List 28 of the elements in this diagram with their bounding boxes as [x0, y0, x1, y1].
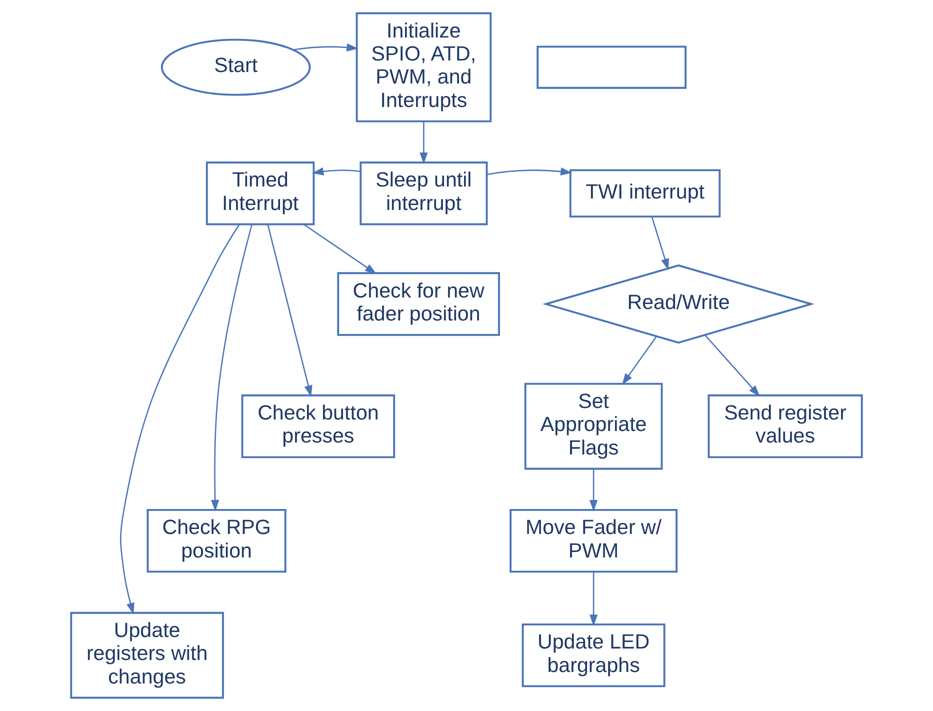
arrow: [292, 43, 358, 52]
arrow: [486, 167, 572, 176]
node-diamond: Read/Write: [542, 264, 814, 344]
arrow: [267, 224, 312, 397]
node-box: Timed Interrupt: [206, 162, 315, 226]
arrow: [312, 167, 360, 176]
node-box: Send register values: [708, 394, 863, 458]
node-box: Update registers with changes: [70, 612, 224, 699]
node-box: Check RPG position: [146, 508, 286, 573]
node-box: Move Fader w/ PWM: [510, 508, 678, 573]
arrow: [651, 216, 669, 270]
arrow: [590, 469, 598, 512]
arrow: [120, 224, 240, 614]
arrow: [622, 336, 657, 385]
node-ellipse: Start: [160, 38, 311, 96]
arrow: [211, 224, 252, 512]
node-box: Update LED bargraphs: [522, 623, 666, 688]
node-box: Sleep until interrupt: [360, 162, 488, 226]
arrow: [304, 224, 377, 274]
node-box: [536, 46, 687, 89]
node-box: Check button presses: [241, 394, 396, 458]
node-box: TWI interrupt: [569, 169, 721, 218]
node-box: Check for new fader position: [337, 272, 500, 336]
arrow: [420, 122, 428, 164]
arrow: [704, 335, 760, 397]
node-box: Set Appropriate Flags: [524, 382, 663, 470]
node-box: Initialize SPIO, ATD, PWM, and Interrupts: [356, 12, 492, 122]
arrow: [590, 572, 598, 626]
